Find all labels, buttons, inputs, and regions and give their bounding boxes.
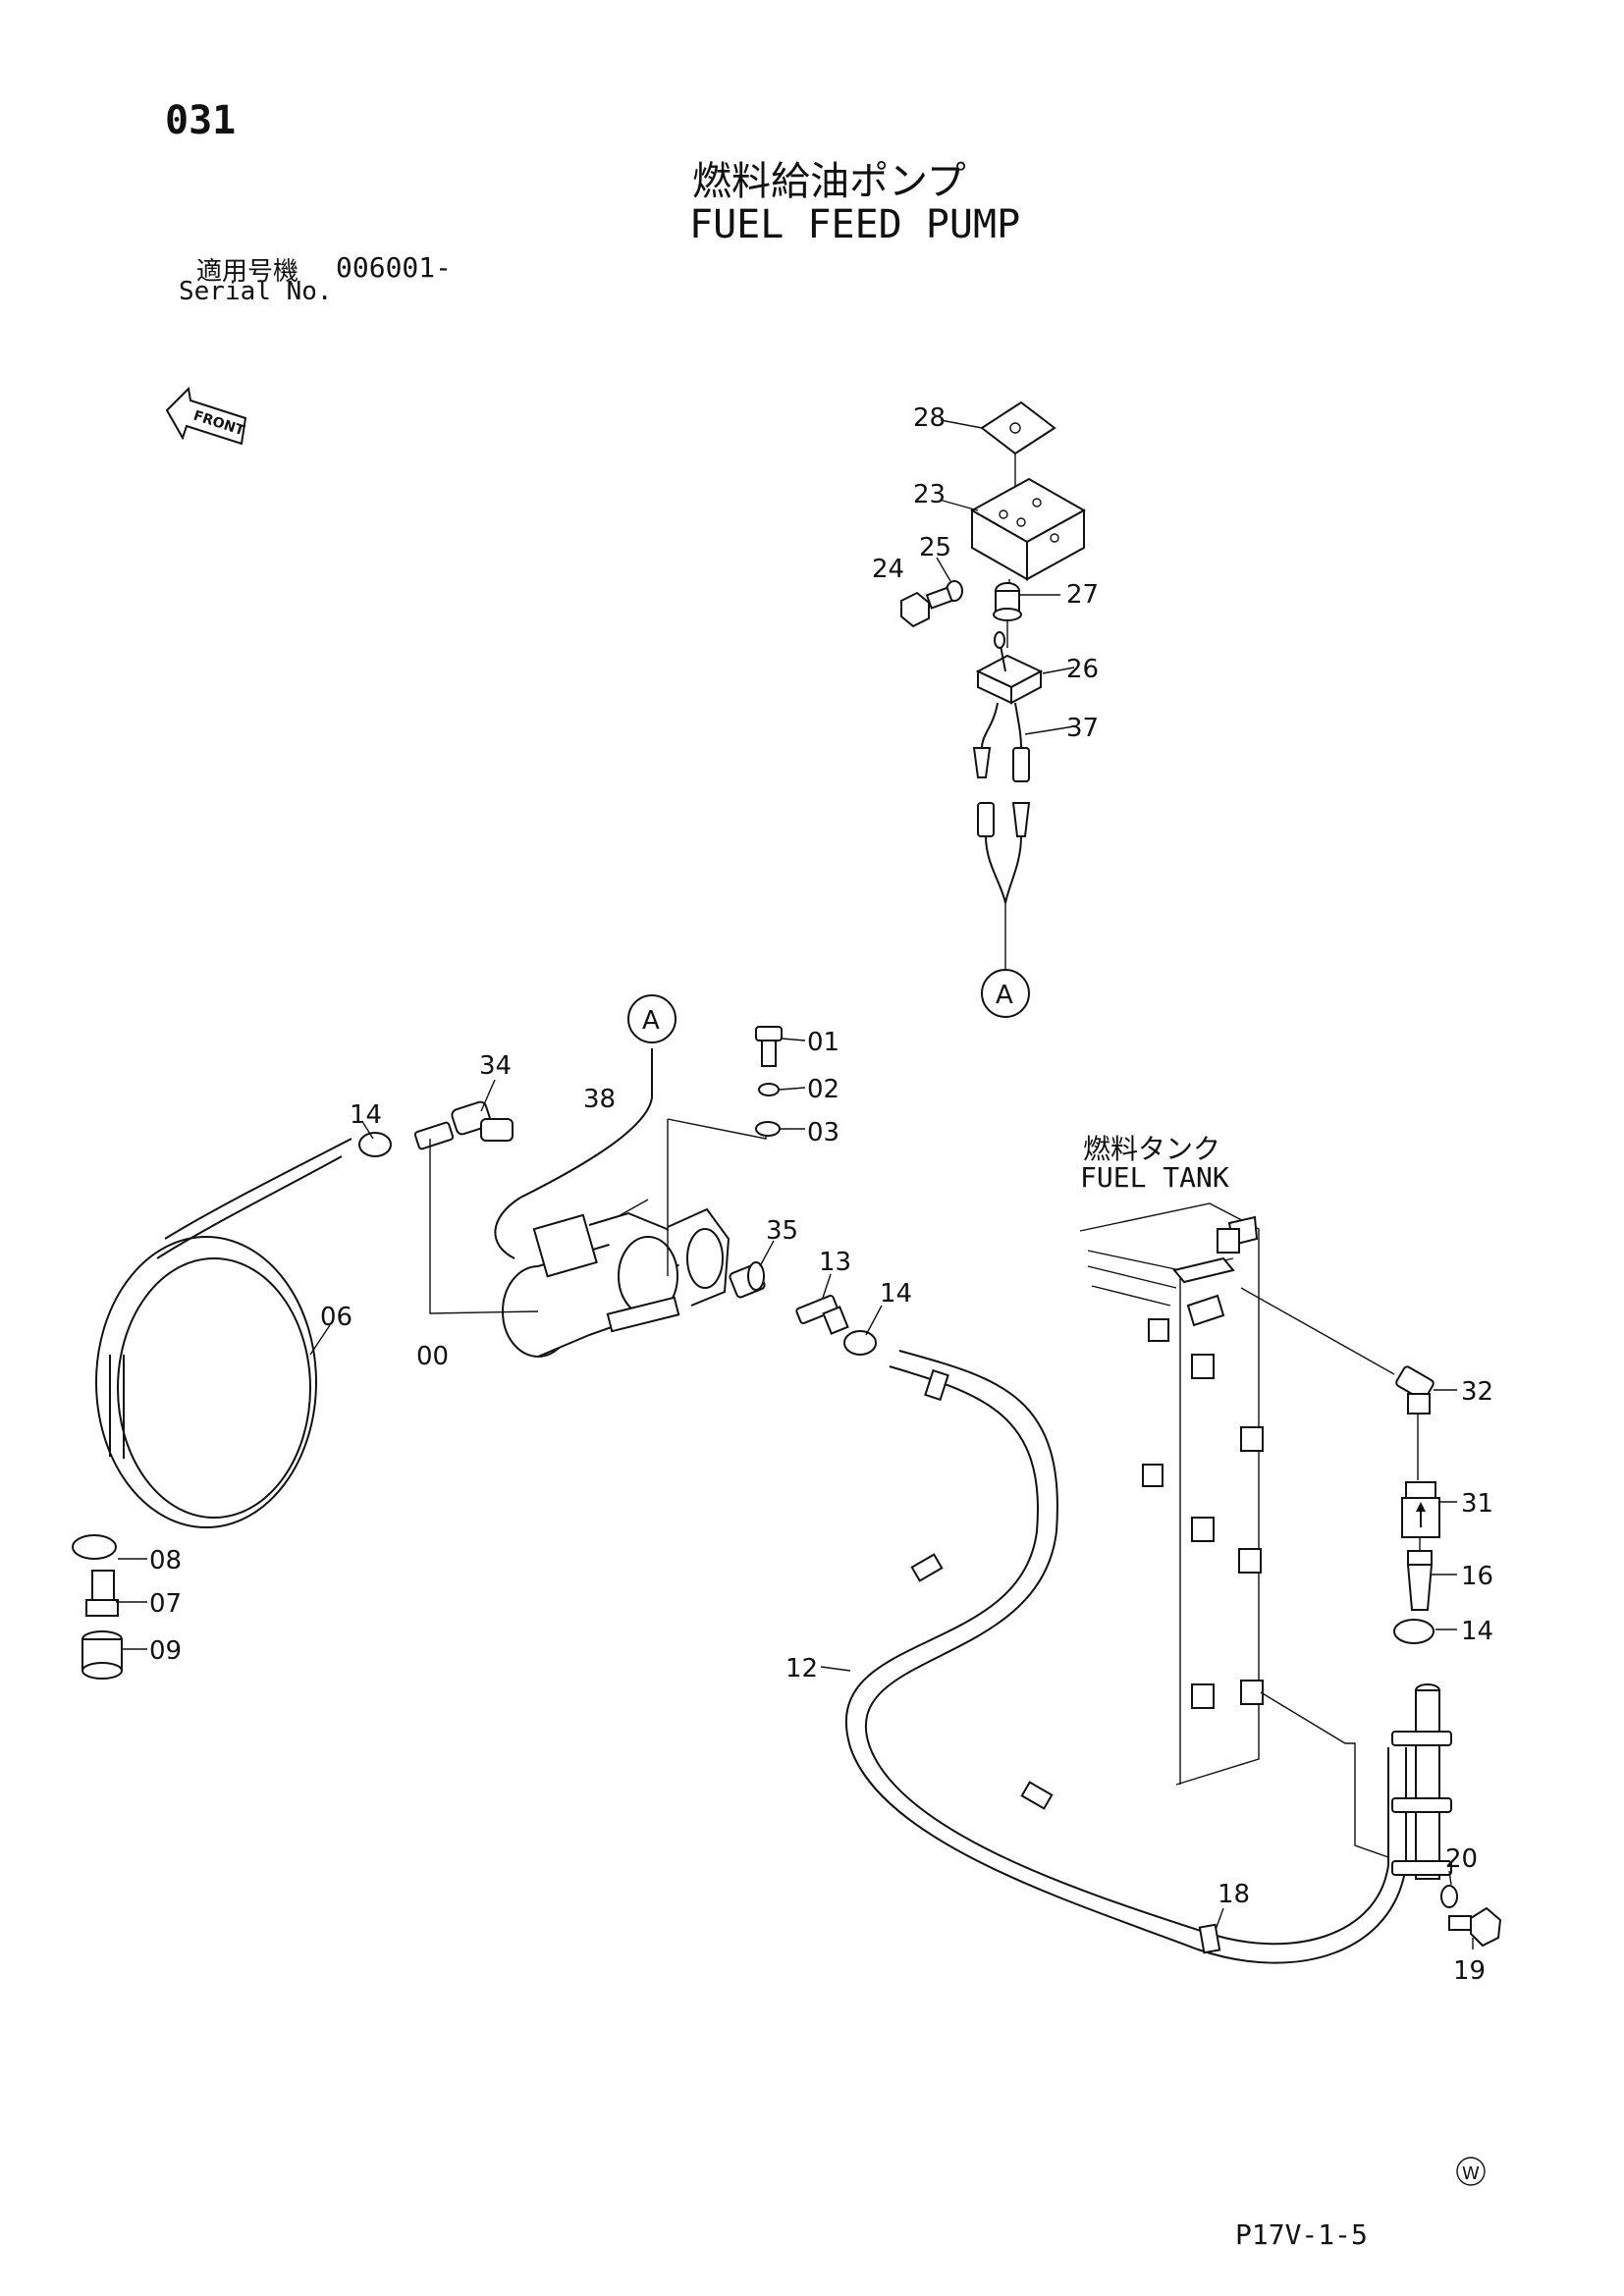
switch-box-23 <box>969 477 1087 581</box>
connector-a-top-icon: A <box>981 969 1030 1018</box>
page-title-en: FUEL FEED PUMP <box>689 202 1021 247</box>
callout-18: 18 <box>1218 1880 1250 1909</box>
callout-numbers: 28 23 25 24 27 26 37 01 02 03 34 38 14 3… <box>149 403 1493 1986</box>
washer-20 <box>1440 1885 1458 1908</box>
callout-20: 20 <box>1445 1844 1478 1874</box>
adapter-07 <box>85 1570 119 1617</box>
callout-35: 35 <box>766 1216 798 1246</box>
callout-19: 19 <box>1453 1956 1486 1986</box>
connector-a-pump-icon: A <box>627 994 677 1043</box>
fuel-tank-label-en: FUEL TANK <box>1080 1161 1229 1194</box>
bolt-24 <box>900 586 953 628</box>
svg-text:A: A <box>642 1006 660 1036</box>
callout-25: 25 <box>919 533 951 562</box>
pipe <box>1391 1683 1452 1880</box>
fuel-tank <box>1079 1202 1395 1858</box>
clamp-08 <box>72 1534 117 1560</box>
callout-32: 32 <box>1461 1377 1493 1407</box>
callout-23: 23 <box>913 480 946 509</box>
knob-27 <box>993 582 1022 621</box>
elbow-32 <box>1395 1365 1435 1415</box>
wire-38 <box>494 1048 653 1259</box>
callout-00: 00 <box>416 1342 449 1371</box>
callout-27: 27 <box>1066 580 1099 610</box>
callout-01: 01 <box>807 1028 839 1057</box>
callout-37: 37 <box>1066 714 1099 743</box>
tank-fittings <box>1391 1365 1502 1948</box>
plate-28 <box>980 400 1056 455</box>
callout-07: 07 <box>149 1589 182 1619</box>
callout-08: 08 <box>149 1546 182 1575</box>
pump-body-00 <box>502 1199 731 1358</box>
discharge-hose-12 <box>844 1350 1407 1964</box>
clamp-14b <box>843 1330 877 1356</box>
callout-13: 13 <box>819 1248 851 1277</box>
fitting-35 <box>729 1261 766 1299</box>
callout-14-middle: 14 <box>880 1279 912 1308</box>
elbow-34 <box>451 1100 514 1142</box>
callout-34: 34 <box>479 1051 512 1081</box>
callout-03: 03 <box>807 1118 839 1148</box>
bolt-01 <box>755 1026 783 1067</box>
washer-02 <box>758 1083 780 1096</box>
clamp-14c <box>1393 1619 1435 1644</box>
callout-38: 38 <box>583 1085 616 1114</box>
check-valve-31 <box>1401 1481 1440 1538</box>
switch-assembly <box>900 400 1087 970</box>
fuel-tank-label-jp: 燃料タンク <box>1083 1133 1221 1165</box>
page-number: 031 <box>165 98 237 143</box>
harness-37 <box>972 702 1031 970</box>
callout-31: 31 <box>1461 1489 1493 1519</box>
serial-label-jp: 適用号機 <box>196 257 299 287</box>
fuel-pump-assembly <box>72 1026 877 1680</box>
callout-16: 16 <box>1461 1562 1493 1591</box>
page-title-jp: 燃料給油ポンプ <box>692 159 966 204</box>
bolt-19 <box>1448 1906 1502 1948</box>
svg-text:W: W <box>1462 2163 1480 2184</box>
front-arrow-icon: FRONT <box>165 386 246 446</box>
leader-lines <box>116 419 1474 1949</box>
toggle-switch-26 <box>975 631 1044 705</box>
callout-12: 12 <box>785 1654 818 1683</box>
cap-09 <box>81 1630 123 1680</box>
washer-03 <box>755 1121 781 1137</box>
suction-hose-06 <box>95 1138 352 1528</box>
callout-26: 26 <box>1066 655 1099 684</box>
callout-24: 24 <box>872 555 904 584</box>
nipple-16 <box>1406 1550 1434 1611</box>
nipple-13 <box>795 1294 849 1335</box>
watermark-w-icon: W <box>1456 2157 1486 2186</box>
callout-09: 09 <box>149 1636 182 1666</box>
serial-label-en: Serial No. <box>179 277 333 306</box>
callout-06: 06 <box>320 1303 352 1332</box>
callout-14-right: 14 <box>1461 1617 1493 1646</box>
svg-text:A: A <box>996 981 1013 1010</box>
serial-value: 006001- <box>336 251 453 284</box>
drawing-code: P17V-1-5 <box>1235 2218 1368 2251</box>
clamp-14a <box>358 1132 392 1157</box>
callout-14-left: 14 <box>350 1100 382 1130</box>
callout-28: 28 <box>913 403 946 433</box>
callout-02: 02 <box>807 1075 839 1104</box>
